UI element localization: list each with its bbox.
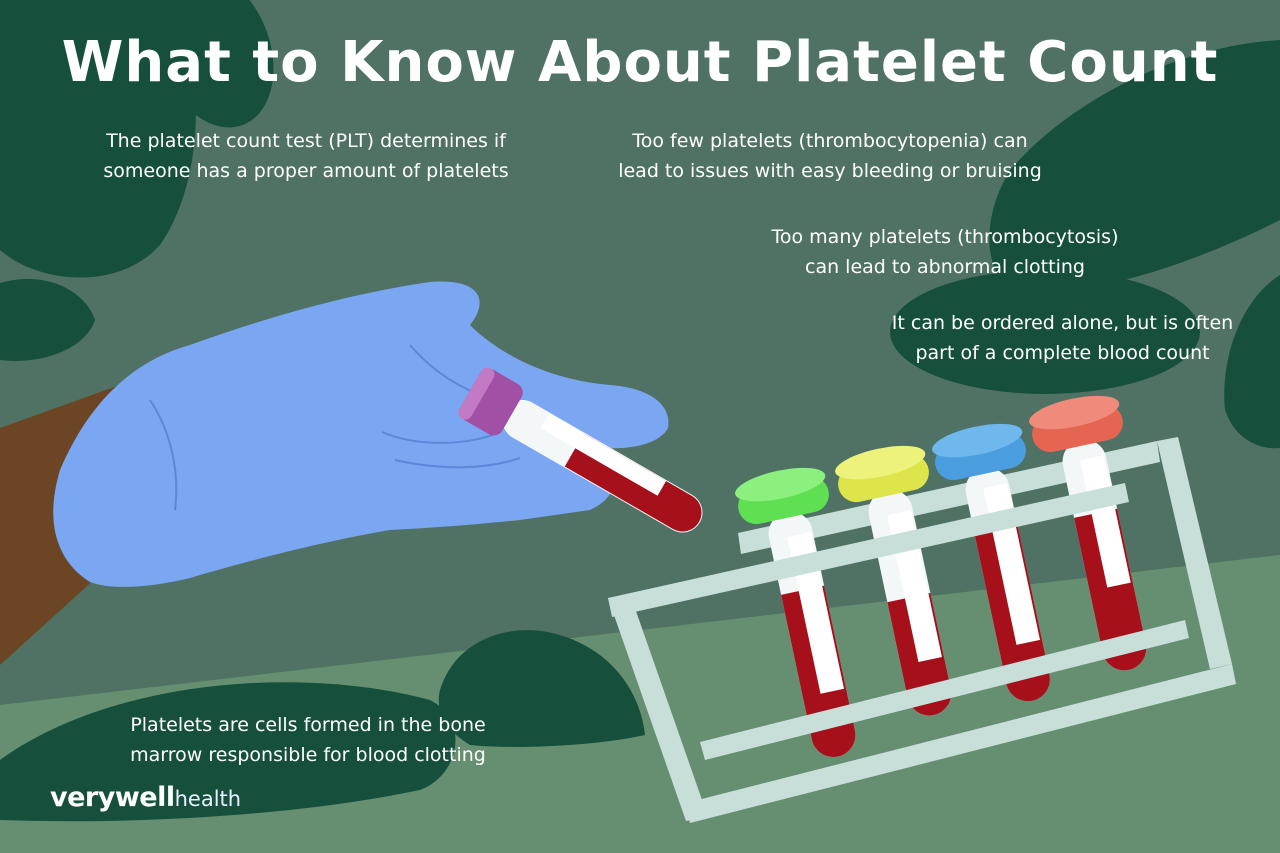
leaf-top-left	[0, 0, 196, 278]
tube-rack	[738, 437, 1232, 669]
leaf-mid-left	[0, 278, 95, 361]
leaf-right-center	[890, 270, 1200, 394]
glove-crease-4	[149, 399, 178, 511]
fact-ordered-alone-line-2: part of a complete blood count	[915, 342, 1210, 364]
fact-platelets-definition-line-1: Platelets are cells formed in the bone	[130, 714, 486, 736]
tube-rack-front	[608, 483, 1236, 823]
rack-tube-4-cap-top	[1029, 395, 1120, 430]
fact-too-many-line-2: can lead to abnormal clotting	[805, 256, 1085, 278]
fact-plt-test-line-2: someone has a proper amount of platelets	[103, 160, 509, 182]
fact-ordered-alone-line-1: It can be ordered alone, but is often	[891, 312, 1234, 334]
rack-front-mid-bar	[700, 620, 1189, 760]
rack-front-left-post	[608, 594, 708, 821]
leaf-bottom-left	[0, 682, 456, 822]
rack-front-bottom-bar	[686, 664, 1236, 823]
glove-crease-1	[381, 431, 501, 444]
leaf-right-top	[989, 40, 1280, 292]
fact-too-many: Too many platelets (thrombocytosis) can …	[745, 222, 1145, 282]
fact-too-few-line-2: lead to issues with easy bleeding or bru…	[618, 160, 1042, 182]
glove	[53, 281, 669, 587]
brand-logo-verywell: verywell	[50, 782, 175, 813]
rack-back-right-post	[1157, 437, 1232, 669]
bottom-leaves	[0, 630, 645, 822]
rack-front-top-bar	[608, 483, 1129, 617]
rack-tube-2-cap-top	[835, 445, 926, 480]
background-leaves	[0, 0, 1280, 449]
held-tube	[458, 367, 703, 533]
brand-logo-health: health	[174, 787, 242, 811]
fact-too-few-line-1: Too few platelets (thrombocytopenia) can	[632, 130, 1028, 152]
fact-too-many-line-1: Too many platelets (thrombocytosis)	[771, 226, 1119, 248]
fact-plt-test-line-1: The platelet count test (PLT) determines…	[106, 130, 506, 152]
fact-plt-test: The platelet count test (PLT) determines…	[84, 126, 528, 186]
rack-back	[738, 441, 1160, 554]
rack-tube-4-blood	[1074, 508, 1147, 671]
glove-crease-2	[394, 457, 521, 469]
leaf-top-left-small	[156, 0, 274, 128]
held-tube-label	[540, 413, 667, 496]
fact-platelets-definition: Platelets are cells formed in the bone m…	[108, 710, 508, 770]
fact-too-few: Too few platelets (thrombocytopenia) can…	[600, 126, 1060, 186]
page-title: What to Know About Platelet Count	[61, 30, 1219, 95]
rack-tube-1-cap-top	[735, 467, 826, 502]
brand-logo: verywellhealth	[50, 782, 241, 813]
held-tube-cap-top	[458, 367, 495, 420]
leaf-right-edge	[1224, 275, 1280, 449]
fact-ordered-alone: It can be ordered alone, but is often pa…	[870, 308, 1255, 368]
fact-platelets-definition-line-2: marrow responsible for blood clotting	[130, 744, 486, 766]
leaf-bottom-center	[438, 630, 645, 747]
rack-tube-3-cap-top	[932, 423, 1023, 458]
glove-body	[53, 281, 669, 587]
rack-tube-4-label	[1080, 455, 1131, 588]
